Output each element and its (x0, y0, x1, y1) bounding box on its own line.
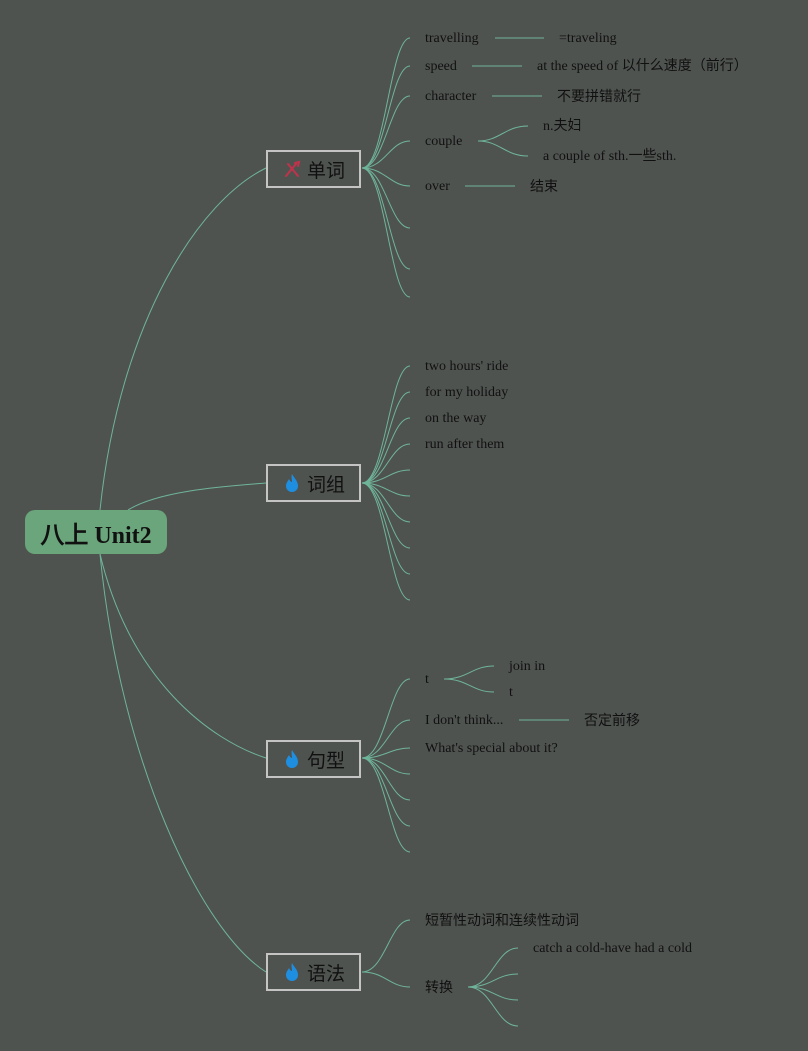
sentence-special[interactable]: What's special about it? (425, 741, 558, 756)
connector-root-sentences (99, 553, 267, 759)
branch-grammar[interactable]: 语法 (266, 953, 361, 991)
sentence-t-note-2[interactable]: t (509, 685, 513, 700)
connector-phrases-1 (361, 365, 411, 484)
flame-icon (282, 749, 302, 769)
word-couple-note-1[interactable]: n.夫妇 (543, 119, 582, 134)
connector-convert-empty-3 (467, 986, 519, 1027)
connector-sentences-empty-4 (361, 757, 411, 853)
connector-phrases-empty-6 (361, 482, 411, 601)
tools-icon (282, 159, 302, 179)
word-couple-note-2[interactable]: a couple of sth.一些sth. (543, 149, 677, 164)
branch-sentences[interactable]: 句型 (266, 740, 361, 778)
phrase-item[interactable]: on the way (425, 411, 487, 426)
word-speed-note[interactable]: at the speed of 以什么速度（前行） (537, 59, 748, 74)
branch-phrases[interactable]: 词组 (266, 464, 361, 502)
connector-phrases-empty-3 (361, 482, 411, 523)
connector-words-couple (361, 140, 411, 169)
connector-words-empty-2 (361, 167, 411, 270)
connector-t-note-2 (443, 678, 495, 693)
root-topic-label: 八上 Unit2 (40, 522, 152, 549)
connector-root-grammar (99, 553, 267, 973)
flame-icon (282, 962, 302, 982)
connector-convert-empty-1 (467, 973, 519, 988)
connector-phrases-4 (361, 443, 411, 484)
connector-phrases-2 (361, 391, 411, 484)
word-character[interactable]: character (425, 89, 477, 104)
branch-phrases-label: 词组 (306, 473, 345, 496)
connector-words-empty-1 (361, 167, 411, 229)
phrase-item[interactable]: for my holiday (425, 385, 509, 400)
sentence-t-note-1[interactable]: join in (509, 659, 546, 674)
connector-grammar-convert (361, 971, 411, 988)
word-over[interactable]: over (425, 179, 450, 194)
grammar-convert-note[interactable]: catch a cold-have had a cold (533, 941, 692, 956)
connector-phrases-empty-5 (361, 482, 411, 575)
sentence-t[interactable]: t (425, 672, 429, 687)
word-travelling[interactable]: travelling (425, 31, 479, 46)
connector-words-travelling (361, 37, 411, 169)
connector-sentences-dont-think (361, 719, 411, 759)
connector-grammar-verbs (361, 919, 411, 973)
connector-words-speed (361, 65, 411, 169)
word-speed[interactable]: speed (425, 59, 457, 74)
grammar-verbs[interactable]: 短暂性动词和连续性动词 (425, 913, 579, 929)
connector-t-note-1 (443, 665, 495, 680)
connector-convert-note (467, 947, 519, 988)
connector-couple-note-1 (477, 125, 529, 142)
connector-sentences-empty-2 (361, 757, 411, 801)
word-over-note[interactable]: 结束 (530, 179, 558, 195)
connector-sentences-t (361, 678, 411, 759)
branch-grammar-label: 语法 (306, 962, 345, 985)
connector-sentences-empty-3 (361, 757, 411, 827)
root-topic[interactable]: 八上 Unit2 (25, 510, 167, 554)
connector-couple-note-2 (477, 140, 529, 157)
connector-words-character (361, 95, 411, 169)
connector-words-empty-3 (361, 167, 411, 298)
connector-phrases-empty-1 (361, 469, 411, 484)
sentence-dont-think[interactable]: I don't think... (425, 713, 504, 728)
word-couple[interactable]: couple (425, 134, 463, 149)
connector-root-words (99, 167, 267, 511)
phrase-item[interactable]: two hours' ride (425, 359, 509, 374)
branch-words-label: 单词 (306, 159, 345, 182)
word-travelling-note[interactable]: =traveling (559, 31, 617, 46)
phrase-item[interactable]: run after them (425, 437, 505, 452)
grammar-convert[interactable]: 转换 (425, 980, 453, 996)
connector-phrases-empty-4 (361, 482, 411, 549)
sentence-dont-think-note[interactable]: 否定前移 (584, 713, 640, 729)
flame-icon (282, 473, 302, 493)
connector-sentences-special (361, 747, 411, 759)
word-character-note[interactable]: 不要拼错就行 (557, 89, 641, 105)
connector-words-over (361, 167, 411, 187)
connector-phrases-3 (361, 417, 411, 484)
branch-words[interactable]: 单词 (266, 150, 361, 188)
connector-root-phrases (127, 482, 267, 511)
branch-sentences-label: 句型 (306, 749, 345, 772)
